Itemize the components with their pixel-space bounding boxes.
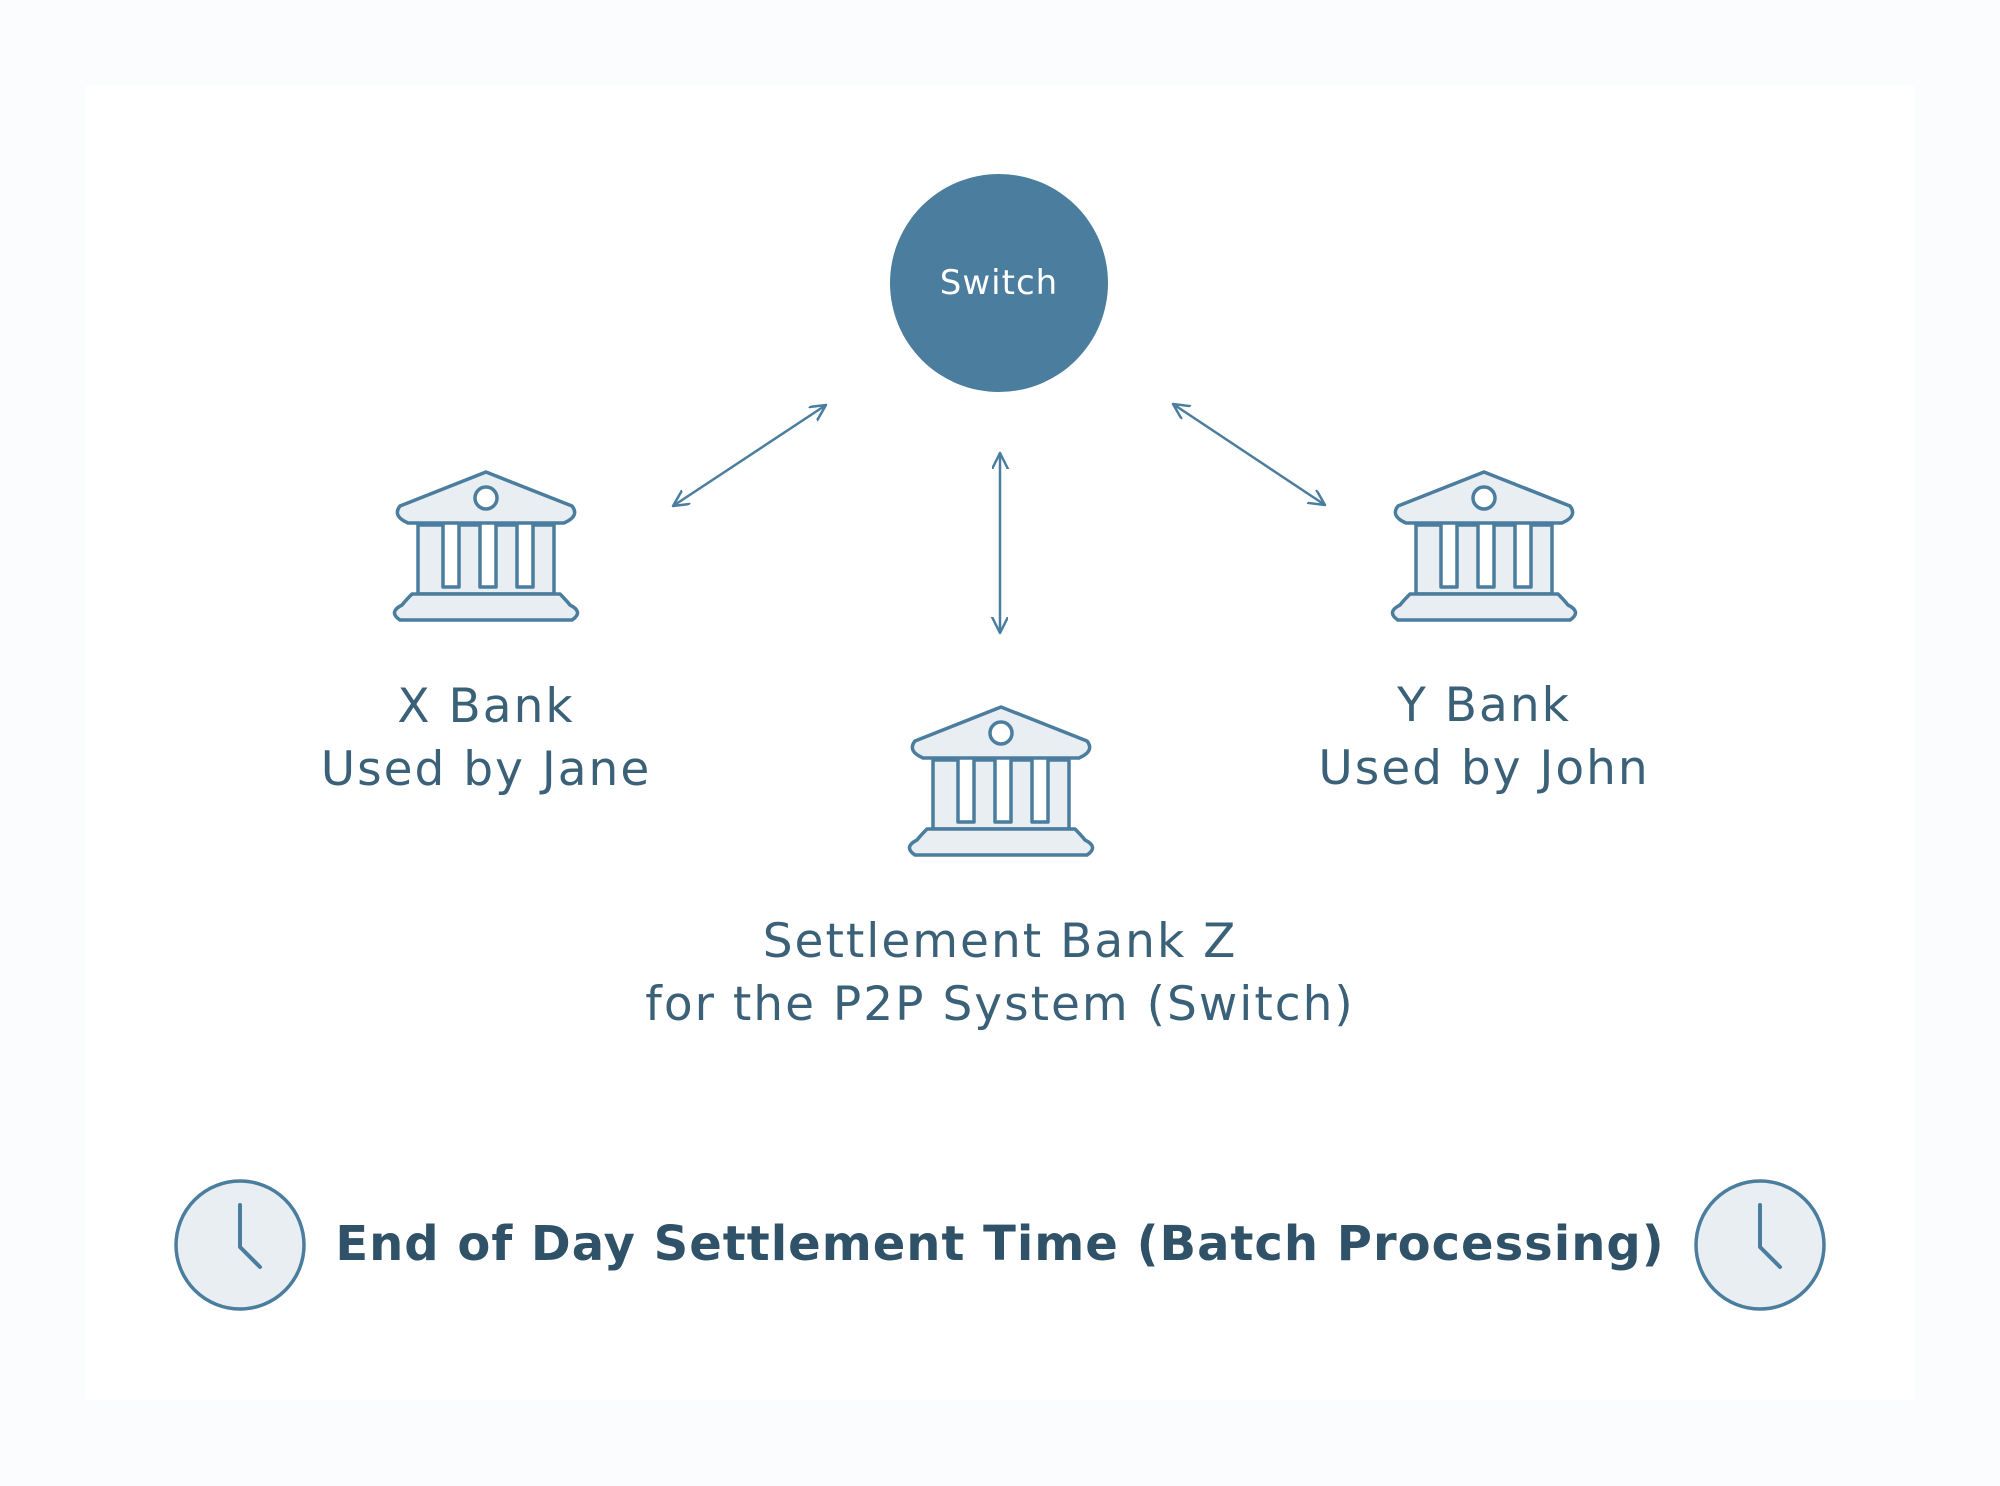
y-bank-name: Y Bank xyxy=(1397,678,1571,733)
x-bank-label: X Bank Used by Jane xyxy=(286,675,686,801)
bank-icon xyxy=(907,705,1095,857)
settlement-time-title: End of Day Settlement Time (Batch Proces… xyxy=(335,1216,1665,1272)
y-bank-user: Used by John xyxy=(1318,741,1650,796)
y-bank-label: Y Bank Used by John xyxy=(1284,674,1684,800)
bank-icon xyxy=(392,470,580,622)
settlement-bank-name: Settlement Bank Z xyxy=(762,914,1238,969)
switch-label: Switch xyxy=(939,263,1059,303)
double-arrow-icon xyxy=(1173,404,1325,505)
double-arrow-icon xyxy=(673,405,826,506)
settlement-bank-description: for the P2P System (Switch) xyxy=(645,977,1355,1032)
bank-icon xyxy=(1390,470,1578,622)
switch-node xyxy=(890,174,1108,392)
settlement-bank-label: Settlement Bank Z for the P2P System (Sw… xyxy=(600,910,1400,1036)
x-bank-name: X Bank xyxy=(397,679,575,734)
x-bank-user: Used by Jane xyxy=(320,742,652,797)
